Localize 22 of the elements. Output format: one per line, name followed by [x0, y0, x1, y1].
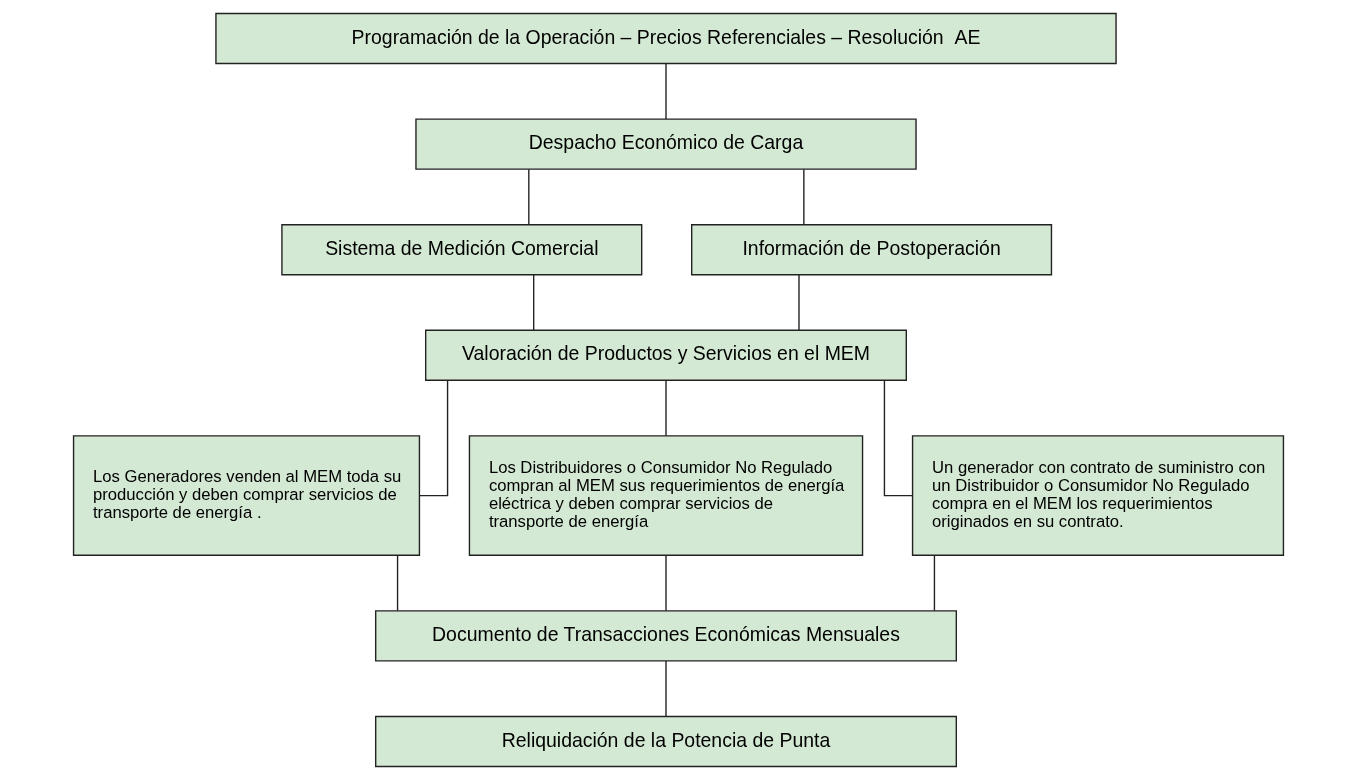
node-box: Un generador con contrato de suministro con un Distribuidor o Consumidor No Regulado compra en el MEM los requerimientos originados en su contrato.: [911, 435, 1284, 556]
connector: [664, 62, 667, 120]
connector: [418, 379, 448, 497]
node-box: Los Generadores venden al MEM toda su producción y deben comprar servicios de transporte de energía .: [72, 435, 420, 556]
connector: [797, 274, 800, 331]
node-box: Reliquidación de la Potencia de Punta: [374, 715, 957, 768]
connector: [883, 379, 913, 497]
connector: [933, 554, 935, 612]
node-box: Los Distribuidores o Consumidor No Regulado compran al MEM sus requerimientos de energía eléctrica y deben comprar servicios de transporte de energía: [468, 435, 863, 556]
node-box: Despacho Económico de Carga: [414, 118, 917, 170]
connector: [802, 168, 805, 226]
node-box: Valoración de Productos y Servicios en el MEM: [424, 329, 907, 381]
connector: [664, 554, 667, 612]
connector: [664, 379, 667, 437]
node-box: Sistema de Medición Comercial: [280, 224, 642, 276]
node-box: Programación de la Operación – Precios Referenciales – Resolución AE: [214, 12, 1117, 65]
node-box: Información de Postoperación: [690, 224, 1052, 276]
connector: [664, 660, 667, 717]
connector: [527, 168, 530, 226]
connector: [396, 554, 398, 612]
connector: [532, 274, 534, 331]
node-box: Documento de Transacciones Económicas Mensuales: [374, 610, 957, 662]
